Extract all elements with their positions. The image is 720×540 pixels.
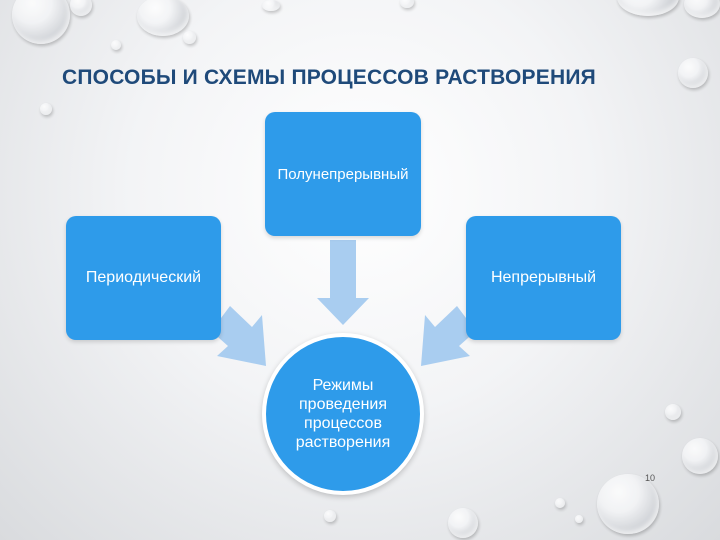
water-drop-icon	[111, 40, 121, 50]
water-drop-icon	[597, 474, 659, 534]
slide-title: СПОСОБЫ И СХЕМЫ ПРОЦЕССОВ РАСТВОРЕНИЯ	[62, 66, 596, 89]
node-continuous-label: Непрерывный	[490, 269, 597, 286]
water-drop-icon	[555, 498, 565, 508]
water-drop-icon	[262, 0, 280, 11]
node-semicontinuous-label: Полунепрерывный	[277, 165, 409, 183]
arrow-from-right	[421, 306, 477, 366]
water-drop-icon	[448, 508, 478, 538]
arrow-down-from-top	[317, 240, 369, 325]
water-drop-icon	[575, 515, 583, 523]
water-drop-icon	[183, 31, 196, 44]
arrow-from-left	[210, 306, 266, 366]
node-periodic: Периодический	[66, 216, 221, 340]
node-continuous: Непрерывный	[466, 216, 621, 340]
water-drop-icon	[684, 0, 720, 18]
water-drop-icon	[40, 103, 52, 115]
water-drop-icon	[137, 0, 189, 36]
water-drop-icon	[665, 404, 681, 420]
water-drop-icon	[682, 438, 718, 474]
node-semicontinuous: Полунепрерывный	[265, 112, 421, 236]
node-periodic-label: Периодический	[85, 269, 202, 286]
water-drop-icon	[324, 510, 336, 522]
water-drop-icon	[617, 0, 679, 16]
node-center-modes: Режимы проведения процессов растворения	[262, 333, 424, 495]
page-number: 10	[645, 473, 656, 483]
water-drop-icon	[70, 0, 92, 16]
node-center-label: Режимы проведения процессов растворения	[295, 377, 391, 451]
water-drop-icon	[400, 0, 414, 8]
water-drop-icon	[678, 58, 708, 88]
